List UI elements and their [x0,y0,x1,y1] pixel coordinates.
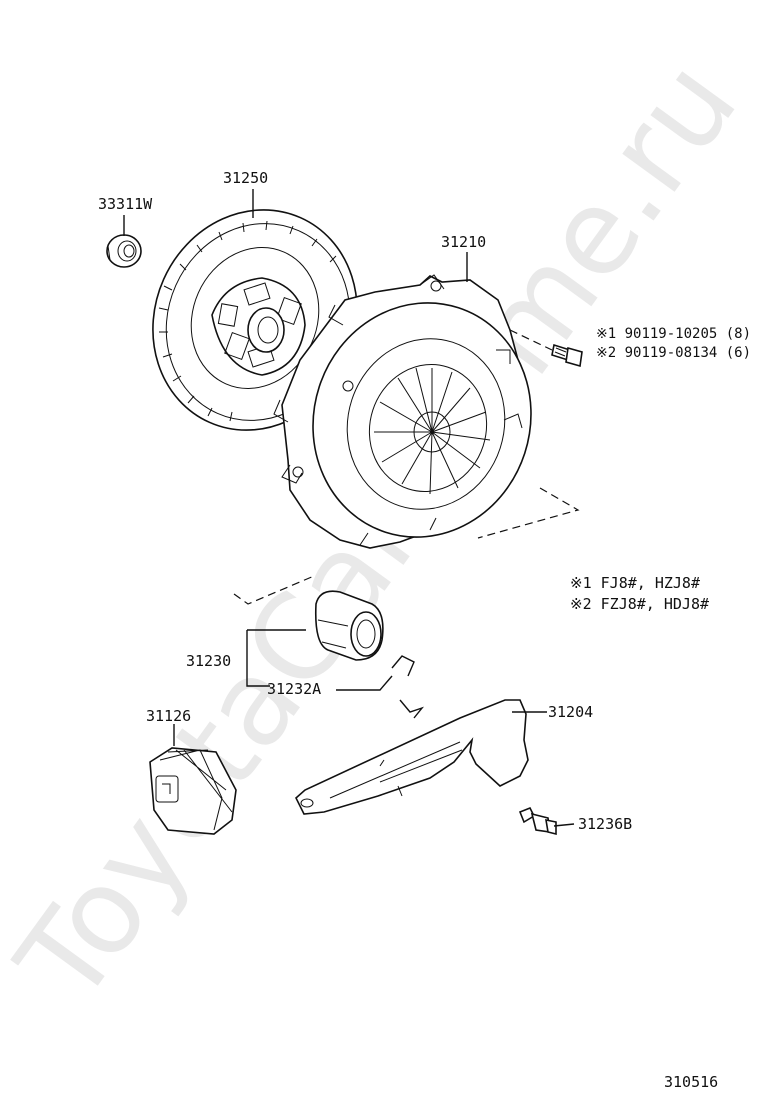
clutch-cover[interactable] [273,274,561,565]
label-31250: 31250 [223,169,268,187]
bolt-note-2: ※2 90119-08134 (6) [596,345,751,361]
label-31236B: 31236B [578,815,632,833]
pivot-stud[interactable] [518,806,557,836]
diagram-number: 310516 [664,1073,718,1091]
label-31204: 31204 [548,703,593,721]
cover-bolt[interactable] [551,343,583,368]
model-note-2: ※2 FZJ8#, HDJ8# [570,595,709,613]
pilot-bearing[interactable] [106,234,142,268]
label-31230: 31230 [186,652,231,670]
label-33311W: 33311W [98,195,153,213]
release-fork[interactable] [295,699,529,815]
label-31232A: 31232A [267,680,321,698]
fork-boot[interactable] [149,747,237,835]
label-31210: 31210 [441,233,486,251]
label-31126: 31126 [146,707,191,725]
model-note-1: ※1 FJ8#, HZJ8# [570,574,700,592]
leader-pivot-stud [553,823,575,827]
release-bearing[interactable] [314,590,384,661]
bolt-note-1: ※1 90119-10205 (8) [596,326,751,342]
leader-release-parts [246,629,393,691]
release-clip[interactable] [391,655,425,719]
disc-hub [211,277,306,376]
